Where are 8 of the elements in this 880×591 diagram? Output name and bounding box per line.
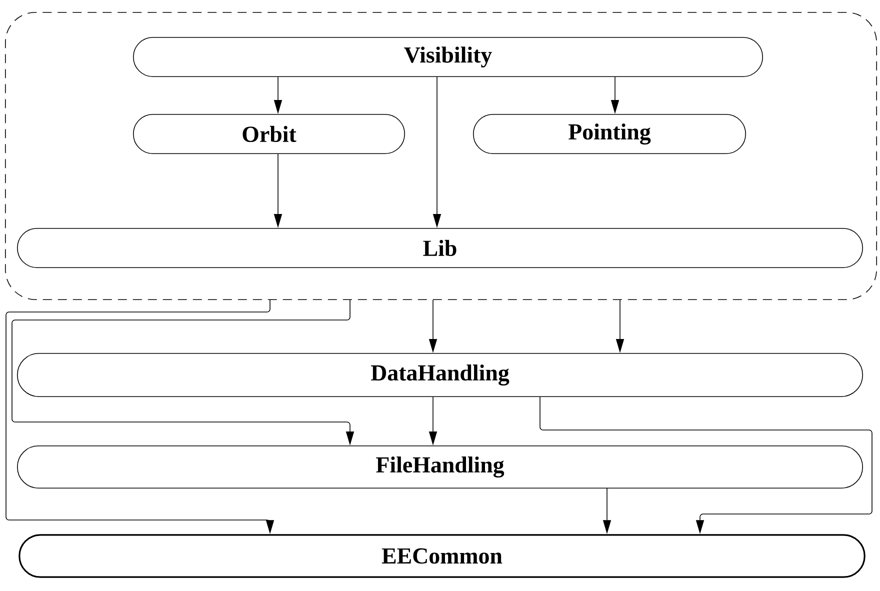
layer-box: DataHandling [17,353,863,397]
layer-box: FileHandling [17,446,863,488]
layer-box: Lib [17,228,863,268]
group-box [5,12,877,300]
layer-box: Orbit [133,114,405,154]
layer-box: Pointing [473,114,746,154]
layer-box: Visibility [133,37,763,77]
layer-box: EECommon [18,534,866,578]
